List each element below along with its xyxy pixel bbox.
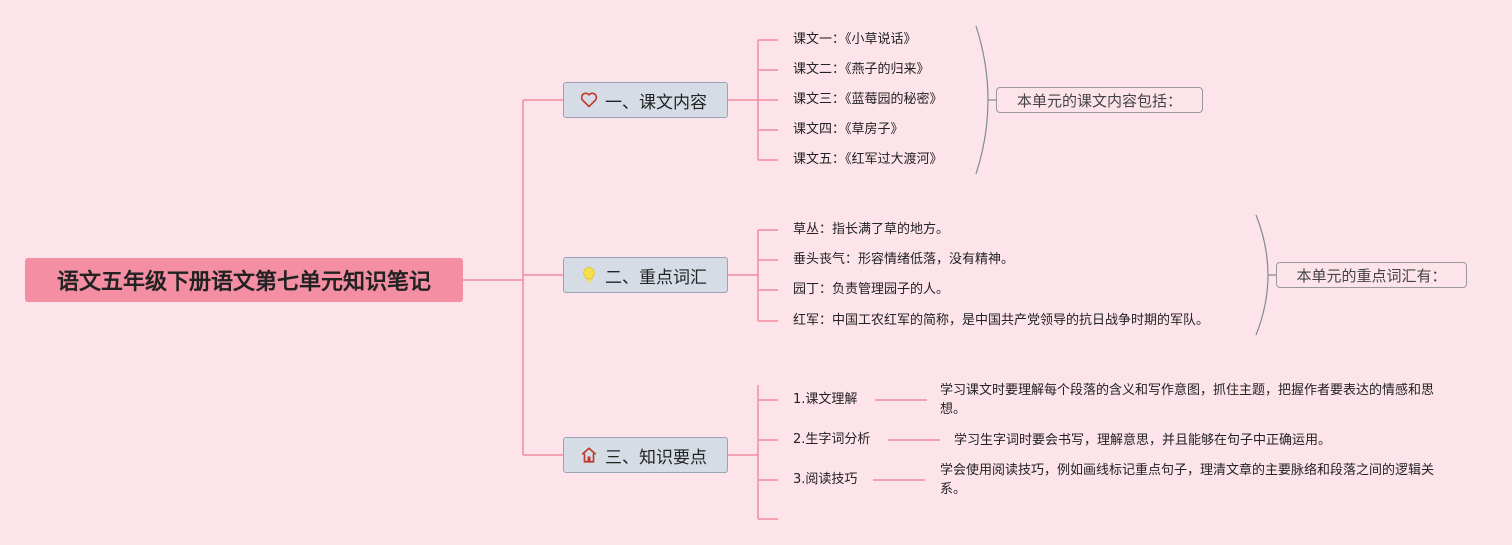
- branch-label: 一、课文内容: [605, 92, 707, 113]
- branch-lesson-content[interactable]: 一、课文内容: [563, 82, 728, 118]
- branch-label: 三、知识要点: [605, 447, 707, 468]
- point-label[interactable]: 3.阅读技巧: [793, 472, 858, 487]
- lesson-item[interactable]: 课文五：《红军过大渡河》: [793, 152, 943, 167]
- heart-icon: [579, 90, 599, 110]
- lesson-item[interactable]: 课文三：《蓝莓园的秘密》: [793, 92, 943, 107]
- root-topic[interactable]: 语文五年级下册语文第七单元知识笔记: [25, 258, 463, 302]
- vocabulary-item[interactable]: 垂头丧气：形容情绪低落，没有精神。: [793, 252, 1015, 267]
- summary-label: 本单元的重点词汇有：: [1296, 266, 1447, 285]
- branch-key-points[interactable]: 三、知识要点: [563, 437, 728, 473]
- vocabulary-summary[interactable]: 本单元的重点词汇有：: [1276, 262, 1467, 288]
- vocabulary-item[interactable]: 红军：中国工农红军的简称，是中国共产党领导的抗日战争时期的军队。: [793, 313, 1210, 328]
- branch-key-vocabulary[interactable]: 二、重点词汇: [563, 257, 728, 293]
- lesson-item[interactable]: 课文二：《燕子的归来》: [793, 62, 930, 77]
- point-label[interactable]: 1.课文理解: [793, 392, 858, 407]
- lightbulb-icon: [579, 265, 599, 285]
- lesson-item[interactable]: 课文一：《小草说话》: [793, 32, 917, 47]
- point-description[interactable]: 学习课文时要理解每个段落的含义和写作意图，抓住主题，把握作者要表达的情感和思想。: [940, 383, 1435, 417]
- branch-label: 二、重点词汇: [605, 267, 707, 288]
- brace-lessons: [975, 25, 989, 175]
- home-icon: [579, 445, 599, 465]
- point-label[interactable]: 2.生字词分析: [793, 432, 871, 447]
- vocabulary-item[interactable]: 草丛：指长满了草的地方。: [793, 222, 950, 237]
- point-description[interactable]: 学习生字词时要会书写，理解意思，并且能够在句子中正确运用。: [954, 433, 1332, 448]
- vocabulary-item[interactable]: 园丁：负责管理园子的人。: [793, 282, 950, 297]
- summary-label: 本单元的课文内容包括：: [1016, 91, 1182, 110]
- brace-vocabulary: [1255, 214, 1269, 336]
- point-description[interactable]: 学会使用阅读技巧，例如画线标记重点句子，理清文章的主要脉络和段落之间的逻辑关系。: [940, 463, 1435, 497]
- lesson-summary[interactable]: 本单元的课文内容包括：: [996, 87, 1203, 113]
- root-title: 语文五年级下册语文第七单元知识笔记: [56, 270, 431, 295]
- lesson-item[interactable]: 课文四：《草房子》: [793, 122, 904, 137]
